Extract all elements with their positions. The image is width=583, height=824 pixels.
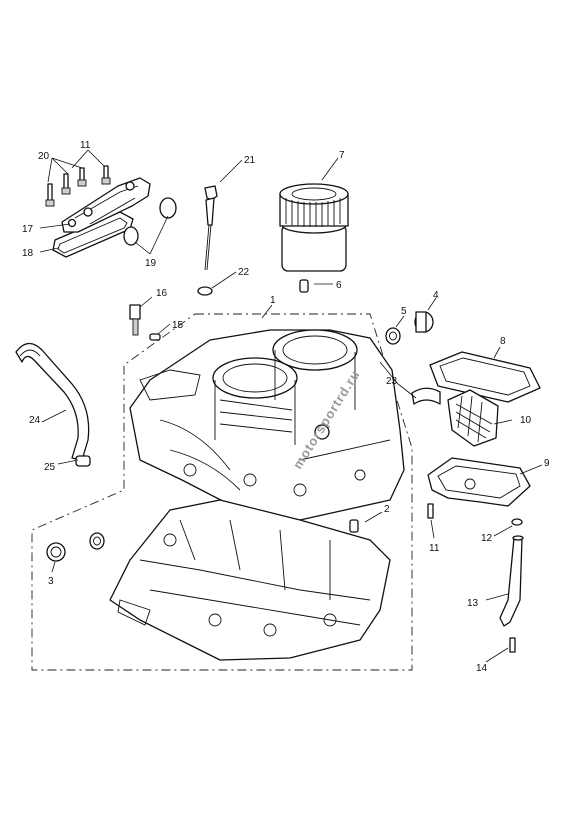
hose-clip [75, 455, 91, 467]
oil-strainer [447, 389, 499, 447]
dowel-2 [349, 519, 359, 533]
bolt-14 [509, 637, 516, 653]
bearing-shell-23 [411, 387, 441, 405]
upper-crankcase [129, 329, 405, 521]
bolt-11 [427, 503, 434, 519]
dowel-6 [299, 279, 309, 293]
plug-16 [129, 304, 141, 336]
bush-4 [414, 311, 434, 333]
callout-15: 15 [172, 320, 184, 331]
breather-cover [61, 177, 151, 233]
callout-16: 16 [156, 288, 168, 299]
o-ring-19a [159, 197, 177, 219]
bush-5 [385, 327, 401, 345]
callout-12: 12 [481, 533, 493, 544]
callout-labels: 1 2 3 4 5 6 7 8 9 10 11 11 12 13 14 15 1… [22, 140, 550, 674]
lower-crankcase [109, 499, 391, 661]
callout-1: 1 [270, 295, 276, 306]
bush-3 [46, 542, 66, 562]
sump-gasket [429, 351, 541, 403]
callout-14: 14 [476, 663, 488, 674]
o-ring-19b [123, 226, 139, 246]
callout-22: 22 [238, 267, 250, 278]
callout-3: 3 [48, 576, 54, 587]
callout-11a: 11 [80, 140, 91, 151]
callout-11b: 11 [429, 543, 440, 554]
callout-20: 20 [38, 151, 50, 162]
leader-lines [39, 149, 543, 663]
callout-8: 8 [500, 336, 506, 347]
callout-2: 2 [384, 504, 390, 515]
callout-18: 18 [22, 248, 34, 259]
dipstick [204, 185, 218, 271]
callout-6: 6 [336, 280, 342, 291]
oil-sump [427, 457, 531, 507]
callout-4: 4 [433, 290, 439, 301]
breather-hose [15, 342, 90, 461]
callout-25: 25 [44, 462, 56, 473]
callout-24: 24 [29, 415, 41, 426]
oil-filter [279, 183, 349, 272]
callout-19: 19 [145, 258, 157, 269]
assembly-boundary [31, 313, 413, 671]
callout-13: 13 [467, 598, 479, 609]
washer-22 [197, 286, 213, 296]
callout-5: 5 [401, 306, 407, 317]
bush-3b [89, 532, 105, 550]
callout-7: 7 [339, 150, 345, 161]
callout-17: 17 [22, 224, 34, 235]
pickup-pipe [499, 537, 523, 627]
breather-cover-assembly [45, 165, 151, 258]
o-ring-12 [511, 518, 523, 526]
callout-9: 9 [544, 458, 550, 469]
o-ring-15 [149, 333, 161, 341]
callout-21: 21 [244, 155, 256, 166]
callout-10: 10 [520, 415, 532, 426]
callout-23: 23 [386, 376, 398, 387]
